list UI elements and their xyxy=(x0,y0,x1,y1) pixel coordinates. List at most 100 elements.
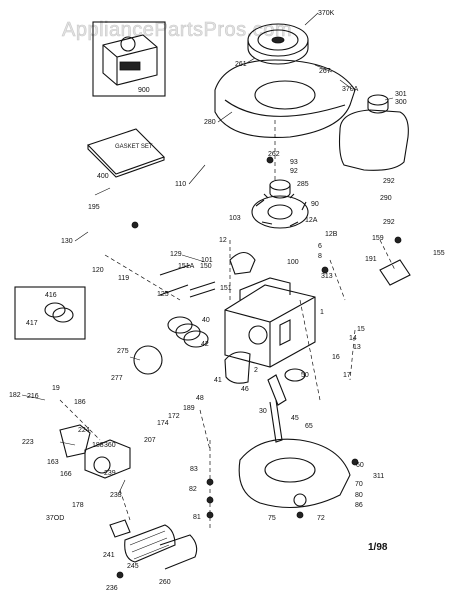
part-callout: 216 xyxy=(27,393,39,400)
part-callout: 260 xyxy=(159,579,171,586)
part-callout: 120 xyxy=(92,267,104,274)
part-callout: 159 xyxy=(372,235,384,242)
part-callout: 48 xyxy=(196,395,204,402)
part-callout: 60 xyxy=(356,462,364,469)
crankshaft xyxy=(267,368,306,443)
part-callout: 2 xyxy=(254,367,258,374)
engine-block xyxy=(224,277,316,368)
part-callout: 191 xyxy=(365,256,377,263)
part-callout: 151A xyxy=(178,263,195,270)
gasket-set: GASKET SET xyxy=(86,128,166,178)
part-callout: 241 xyxy=(103,552,115,559)
part-callout: 40 xyxy=(202,317,210,324)
part-callout: 6 xyxy=(318,243,322,250)
part-callout: 400 xyxy=(97,173,109,180)
part-callout: 155 xyxy=(433,250,445,257)
part-callout: 172 xyxy=(168,413,180,420)
leader-lines xyxy=(21,12,394,496)
part-callout: 100 xyxy=(287,259,299,266)
part-callout: 285 xyxy=(297,181,309,188)
part-callout: 101 xyxy=(201,257,213,264)
gasket-set-label: GASKET SET xyxy=(115,144,153,150)
part-callout: 72 xyxy=(317,515,325,522)
part-callout: 233 xyxy=(110,492,122,499)
part-callout: 19 xyxy=(52,385,60,392)
part-callout: 30 xyxy=(259,408,267,415)
part-callout: 236 xyxy=(106,585,118,592)
part-callouts: 370K 261 267 370A 301 300 280 900 400 26… xyxy=(9,10,445,592)
part-callout: 130 xyxy=(61,238,73,245)
fuel-tank xyxy=(338,94,409,171)
piston-rings xyxy=(133,316,251,384)
part-callout: 370A xyxy=(342,86,359,93)
part-callout: 75 xyxy=(268,515,276,522)
part-callout: 12B xyxy=(325,231,338,238)
part-callout: 290 xyxy=(380,195,392,202)
part-callout: 86 xyxy=(355,502,363,509)
revision-label: 1/98 xyxy=(368,542,388,553)
part-callout: 65 xyxy=(305,423,313,430)
carburetor xyxy=(59,424,131,479)
part-callout: 417 xyxy=(26,320,38,327)
air-filter xyxy=(109,519,198,570)
breather-inset xyxy=(14,286,86,340)
part-callout: 81 xyxy=(193,514,201,521)
part-callout: 8 xyxy=(318,253,322,260)
part-callout: 261 xyxy=(235,61,247,68)
part-callout: 13 xyxy=(353,344,361,351)
part-callout: 311 xyxy=(373,473,384,480)
part-callout: 110 xyxy=(175,181,186,188)
part-callout: 300 xyxy=(395,99,407,106)
part-callout: 301 xyxy=(395,91,407,98)
part-callout: 129 xyxy=(170,251,182,258)
part-callout: 15 xyxy=(357,326,365,333)
part-callout: 370K xyxy=(318,10,335,17)
blower-housing xyxy=(214,59,356,139)
part-callout: 292 xyxy=(383,178,395,185)
part-callout: 80 xyxy=(355,492,363,499)
part-callout: 186 xyxy=(74,399,86,406)
part-callout: 41 xyxy=(214,377,222,384)
part-callout: 82 xyxy=(189,486,197,493)
part-callout: 93 xyxy=(290,159,298,166)
part-callout: 16 xyxy=(332,354,340,361)
part-callout: 46 xyxy=(241,386,249,393)
flywheel-screen xyxy=(247,23,309,65)
part-callout: 280 xyxy=(204,119,216,126)
part-callout: 12A xyxy=(305,217,318,224)
assembly-guides xyxy=(59,120,396,530)
part-callout: 70 xyxy=(355,481,363,488)
part-callout: 90 xyxy=(311,201,319,208)
sump xyxy=(238,438,351,509)
part-callout: 42 xyxy=(201,341,209,348)
part-callout: 150 xyxy=(200,263,212,270)
part-callout: 360 xyxy=(104,442,116,449)
part-callout: 262 xyxy=(268,151,280,158)
part-callout: 239 xyxy=(104,470,116,477)
part-callout: 267 xyxy=(319,68,331,75)
part-callout: 189 xyxy=(183,405,195,412)
part-callout: 151 xyxy=(220,285,232,292)
part-callout: 1 xyxy=(320,309,324,316)
watermark: AppliancePartsPros.com xyxy=(62,19,292,41)
part-callout: 277 xyxy=(111,375,123,382)
hardware xyxy=(116,156,411,579)
part-callout: 37OD xyxy=(46,515,64,522)
part-callout: 207 xyxy=(144,437,156,444)
part-callout: 224 xyxy=(78,427,90,434)
part-callout: 92 xyxy=(290,168,298,175)
engine-inset xyxy=(92,21,166,97)
part-callout: 178 xyxy=(72,502,84,509)
part-callout: 12 xyxy=(219,237,227,244)
part-callout: 313 xyxy=(321,273,333,280)
part-callout: 275 xyxy=(117,348,129,355)
part-callout: 416 xyxy=(45,292,57,299)
flywheel-fan xyxy=(251,179,309,229)
part-callout: 125 xyxy=(157,291,169,298)
part-callout: 14 xyxy=(349,335,357,342)
part-callout: 195 xyxy=(88,204,100,211)
part-callout: 900 xyxy=(138,87,150,94)
part-callout: 45 xyxy=(291,415,299,422)
part-callout: 188 xyxy=(92,442,104,449)
part-callout: 119 xyxy=(118,275,129,282)
